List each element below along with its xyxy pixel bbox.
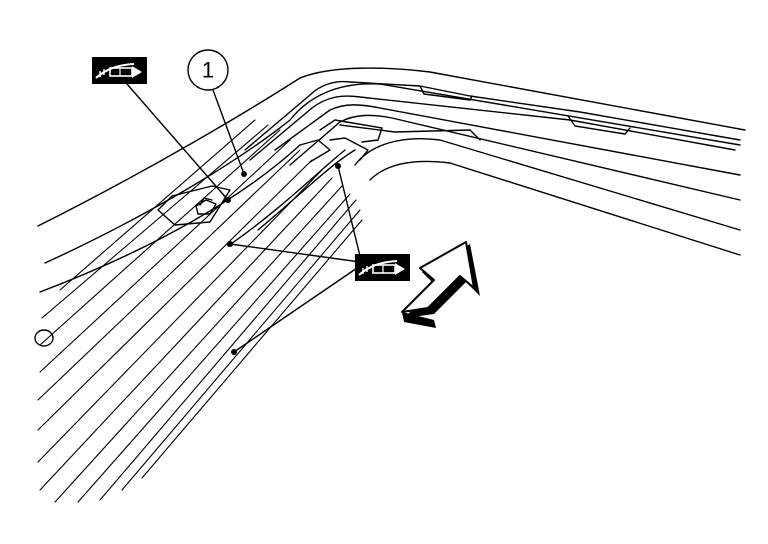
- mounting-hole: [34, 329, 54, 347]
- sealant-application-icon: [92, 57, 147, 84]
- panel-hatching: [37, 119, 363, 503]
- installation-direction-arrow: [401, 241, 480, 328]
- callout-1: 1: [187, 49, 229, 91]
- callout-number: 1: [202, 58, 214, 83]
- sunroof-frame-channel: [244, 80, 741, 256]
- weatherstrip-part: [299, 119, 481, 163]
- sealant-application-icon: [355, 254, 410, 281]
- leader-lines: [126, 83, 361, 355]
